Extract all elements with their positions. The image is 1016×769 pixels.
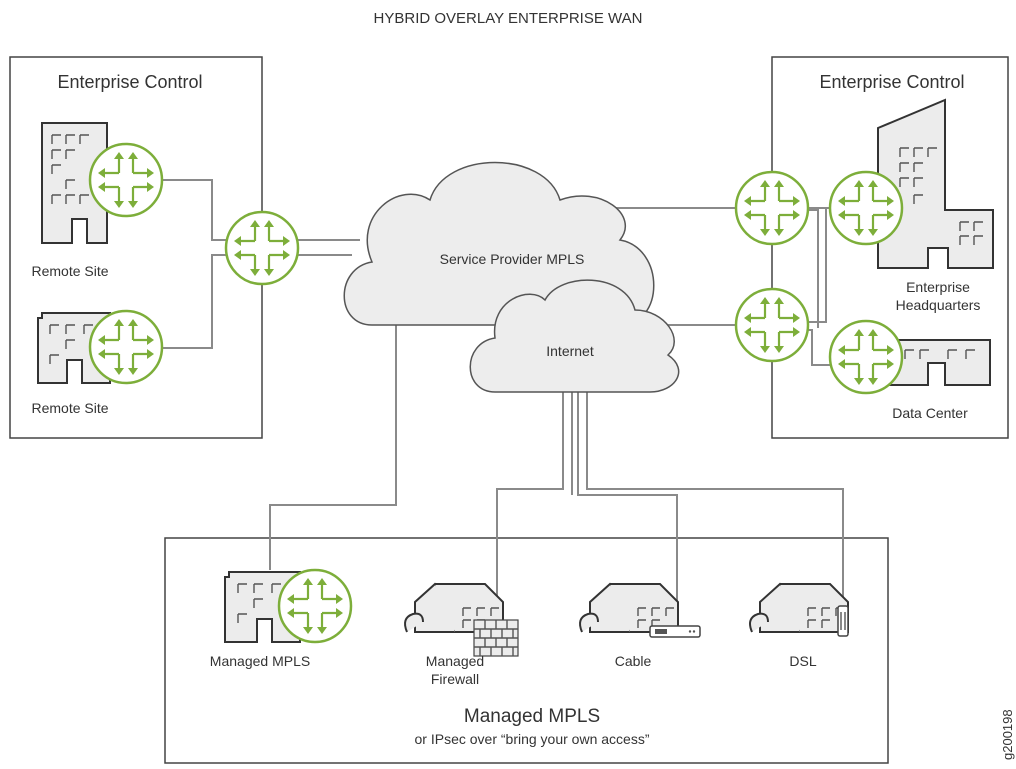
bottom-item-3-label: Cable (615, 653, 652, 669)
bottom-panel-subtitle: or IPsec over “bring your own access” (415, 731, 650, 747)
hq-label-line2: Headquarters (896, 297, 981, 313)
bottom-item-2-label-line2: Firewall (431, 671, 479, 687)
remote-site-2-building-icon (37, 312, 111, 384)
diagram-title: HYBRID OVERLAY ENTERPRISE WAN (374, 10, 643, 27)
remote-site-1-building-icon (41, 122, 108, 244)
remote-site-1-label: Remote Site (31, 263, 108, 279)
hq-label-line1: Enterprise (906, 279, 970, 295)
router-icon (734, 287, 810, 363)
router-icon (277, 568, 353, 644)
internet-cloud-label: Internet (546, 343, 594, 359)
connection-lines (157, 179, 844, 628)
bottom-item-2-label-line1: Managed (426, 653, 484, 669)
router-icon (88, 142, 164, 218)
router-icon (224, 210, 300, 286)
firewall-icon (473, 619, 519, 657)
mpls-cloud-label: Service Provider MPLS (440, 251, 585, 267)
bottom-panel-title: Managed MPLS (464, 706, 600, 727)
dsl-modem-icon (837, 605, 849, 637)
remote-site-2-label: Remote Site (31, 400, 108, 416)
bottom-item-4-label: DSL (789, 653, 816, 669)
left-panel-title: Enterprise Control (57, 72, 202, 92)
managed-mpls-building-icon (224, 571, 301, 643)
router-icon (828, 170, 904, 246)
bottom-item-1-label: Managed MPLS (210, 653, 310, 669)
router-icon (734, 170, 810, 246)
enterprise-headquarters-building-icon (877, 98, 994, 269)
data-center-label: Data Center (892, 405, 968, 421)
right-panel-title: Enterprise Control (819, 72, 964, 92)
internet-cloud-icon (469, 279, 680, 393)
router-icon (88, 309, 164, 385)
cable-modem-icon (649, 625, 701, 638)
figure-id: g200198 (1000, 709, 1015, 760)
router-icon (828, 319, 904, 395)
